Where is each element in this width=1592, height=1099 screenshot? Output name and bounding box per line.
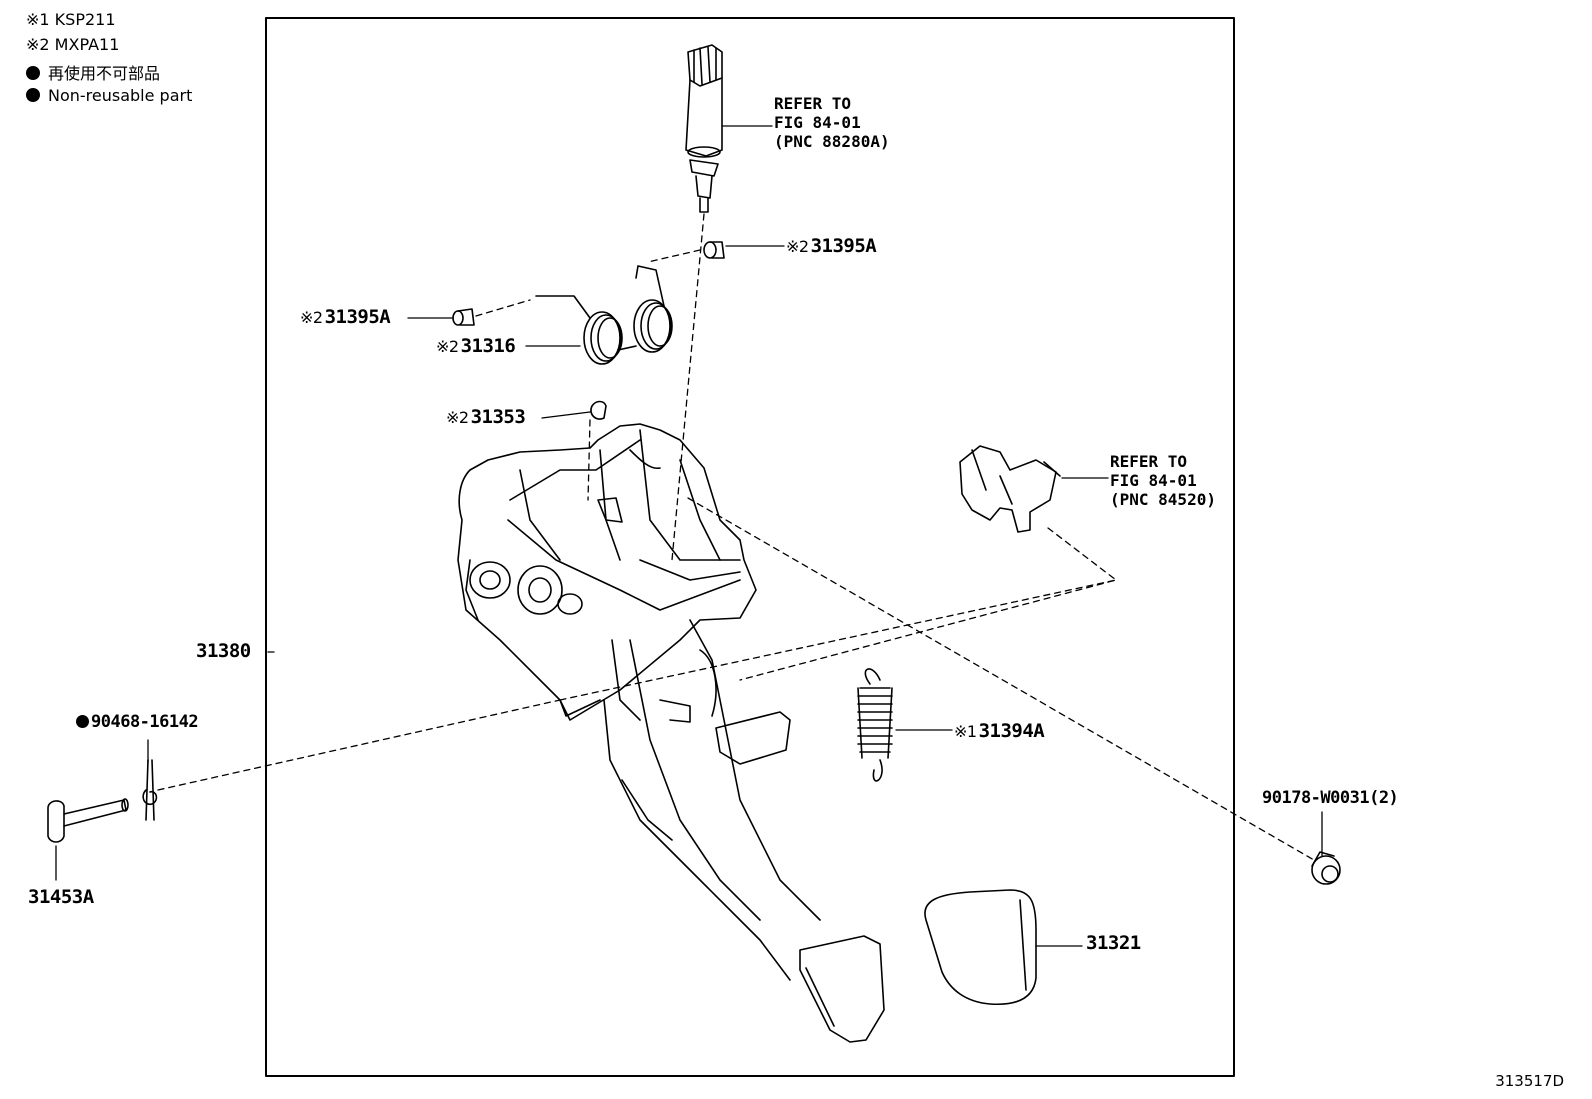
mark: ※2 — [446, 408, 469, 427]
return-spring-drawing — [535, 265, 673, 365]
ref-line: REFER TO — [1110, 452, 1188, 471]
part-number: 90178-W0031(2) — [1262, 788, 1399, 808]
label-31453a[interactable]: 31453A — [28, 886, 94, 908]
label-31321[interactable]: 31321 — [1086, 932, 1141, 954]
part-number: 31395A — [810, 235, 877, 257]
ref-line: REFER TO — [774, 94, 852, 113]
bushing-left-drawing — [452, 308, 475, 326]
bolt-drawing — [1311, 851, 1341, 885]
mark: ※1 — [954, 722, 977, 741]
ref-line: FIG 84-01 — [774, 113, 861, 132]
note-non-reusable-en: Non-reusable part — [26, 86, 192, 105]
ref-line: (PNC 88280A) — [774, 132, 890, 151]
note-mxpa11: ※2 MXPA11 — [26, 35, 120, 54]
pedal-arm-drawing — [603, 619, 821, 981]
note-ksp211: ※1 KSP211 — [26, 10, 116, 29]
leader-lines — [55, 125, 1323, 947]
clevis-pin-drawing — [47, 798, 129, 843]
part-number: 31321 — [1086, 932, 1141, 954]
part-number: 90468-16142 — [91, 712, 199, 732]
part-number: 31453A — [28, 886, 94, 908]
ref-line: FIG 84-01 — [1110, 471, 1197, 490]
bullet-icon — [26, 88, 40, 102]
pedal-bracket-drawing — [457, 423, 757, 723]
part-number: 31316 — [460, 335, 516, 357]
mark: ※2 — [300, 308, 323, 327]
stop-lamp-switch-drawing — [685, 44, 723, 213]
ref-pedal-sensor: REFER TO FIG 84-01 (PNC 84520) — [1110, 452, 1216, 509]
ref-stop-lamp-switch: REFER TO FIG 84-01 (PNC 88280A) — [774, 94, 890, 151]
label-31380[interactable]: 31380 — [196, 640, 251, 662]
retaining-clip-drawing — [142, 759, 158, 821]
part-number: 31395A — [324, 306, 391, 328]
part-number: 31394A — [978, 720, 1045, 742]
note-non-reusable-jp-text: 再使用不可部品 — [48, 64, 161, 83]
bullet-icon — [26, 66, 40, 80]
label-90178-w0031[interactable]: 90178-W0031(2) — [1262, 788, 1399, 808]
mark: ※2 — [786, 237, 809, 256]
part-number: 31353 — [470, 406, 526, 428]
label-90468-16142[interactable]: 90468-16142 — [76, 712, 199, 732]
mark: ※2 — [436, 337, 459, 356]
stop-plate-drawing — [715, 711, 791, 765]
non-reusable-icon — [76, 715, 89, 728]
assembly-lines — [157, 213, 1315, 861]
bushing-top-drawing — [703, 241, 725, 259]
pedal-pad-attached-drawing — [799, 935, 885, 1043]
note-non-reusable-en-text: Non-reusable part — [48, 86, 193, 105]
pedal-pad-drawing — [924, 889, 1037, 1006]
figure-id: 313517D — [1495, 1072, 1564, 1090]
clip-drawing — [590, 400, 607, 420]
pedal-sensor-drawing — [959, 445, 1061, 533]
tension-spring-drawing — [857, 668, 893, 782]
note-non-reusable-jp: 再使用不可部品 — [26, 60, 160, 84]
ref-line: (PNC 84520) — [1110, 490, 1216, 509]
diagram-frame — [265, 17, 1235, 1077]
part-number: 31380 — [196, 640, 251, 662]
